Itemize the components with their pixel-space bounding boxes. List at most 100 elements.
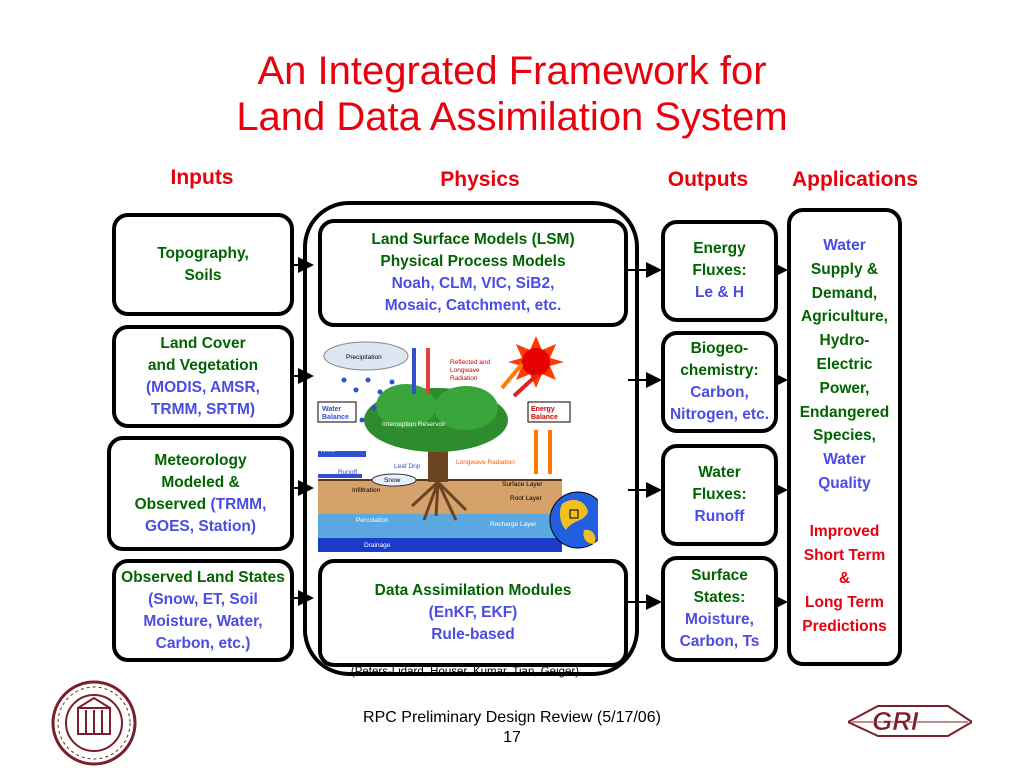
input-meteorology-source1: (TRMM, — [210, 495, 267, 513]
input-landstates-box: Observed Land States (Snow, ET, Soil Moi… — [112, 559, 294, 662]
input-landcover-line2: and Vegetation — [147, 356, 259, 374]
app-demand: Demand, — [811, 284, 878, 302]
output-biogeo-box: Biogeo- chemistry: Carbon, Nitrogen, etc… — [661, 331, 778, 433]
label-water-balance-2: Balance — [322, 414, 349, 421]
applications-box: Water Supply & Demand, Agriculture, Hydr… — [787, 208, 902, 666]
column-header-inputs: Inputs — [170, 166, 234, 189]
input-landcover-source1: (MODIS, AMSR, — [146, 378, 260, 396]
label-runoff: Runoff — [338, 469, 357, 476]
output-energy-line1: Energy — [693, 240, 746, 257]
drainage-band — [318, 538, 562, 552]
output-surface-detail1: Moisture, — [685, 611, 754, 628]
label-water-balance-1: Water — [322, 406, 341, 413]
app-predictions: Predictions — [802, 617, 887, 635]
globe-icon — [549, 491, 598, 549]
output-surface-line2: States: — [693, 589, 746, 606]
app-endangered: Endangered — [799, 403, 890, 421]
da-methods-line2: Rule-based — [431, 626, 515, 643]
label-snow: Snow — [384, 477, 401, 484]
snow-patch — [371, 473, 417, 487]
output-surface-line1: Surface — [691, 567, 748, 584]
input-landstates-source1: (Snow, ET, Soil — [148, 590, 258, 608]
output-water-detail: Runoff — [694, 508, 745, 525]
output-energy-box: Energy Fluxes: Le & H — [661, 220, 778, 322]
label-wind: Wind — [320, 447, 335, 454]
label-infiltration: Infiltration — [352, 487, 381, 494]
label-longwave: Longwave — [450, 367, 480, 374]
output-biogeo-detail2: Nitrogen, etc. — [669, 406, 770, 423]
input-meteorology-line1: Meteorology — [154, 451, 247, 469]
app-water-quality-2: Quality — [818, 474, 871, 492]
app-hydro: Hydro- — [819, 332, 870, 350]
output-water-line1: Water — [698, 464, 741, 481]
input-landstates-source2: Moisture, Water, — [143, 612, 263, 630]
output-biogeo-line2: chemistry: — [680, 362, 759, 379]
msu-seal-logo — [51, 680, 137, 766]
recharge-band — [318, 514, 562, 538]
app-electric: Electric — [816, 355, 873, 373]
output-biogeo-detail1: Carbon, — [690, 384, 749, 401]
input-meteorology-box: Meteorology Modeled & Observed (TRMM, GO… — [107, 436, 294, 551]
column-header-applications: Applications — [791, 168, 918, 191]
input-landcover-line1: Land Cover — [160, 334, 246, 352]
water-balance-box — [317, 401, 357, 423]
app-water: Water — [823, 237, 866, 254]
input-topography-line1: Topography, — [157, 244, 249, 262]
slide-title-line2: Land Data Assimilation System — [236, 95, 788, 139]
input-landstates-line1: Observed Land States — [121, 568, 285, 586]
label-percolation: Percolation — [356, 517, 389, 524]
input-meteorology-observed: Observed — [134, 495, 207, 513]
lsm-line2: Physical Process Models — [380, 253, 566, 270]
output-water-line2: Fluxes: — [692, 486, 747, 503]
app-water-quality-1: Water — [823, 451, 866, 469]
app-short-term: Short Term — [803, 546, 886, 564]
input-topography-line2: Soils — [184, 266, 222, 284]
app-supply: Supply & — [810, 260, 879, 278]
output-surface-detail2: Carbon, Ts — [679, 633, 760, 650]
column-header-physics: Physics — [440, 168, 520, 191]
output-biogeo-line1: Biogeo- — [690, 340, 749, 357]
da-methods-line1: (EnKF, EKF) — [428, 604, 518, 621]
cloud — [323, 341, 409, 371]
label-recharge-layer: Recharge Layer — [490, 521, 537, 528]
app-long-term: Long Term — [805, 594, 884, 612]
input-meteorology-line2: Modeled & — [161, 473, 240, 491]
label-root-layer: Root Layer — [510, 495, 543, 502]
label-drainage: Drainage — [364, 542, 391, 549]
label-energy-balance-2: Balance — [531, 414, 558, 421]
app-power: Power, — [819, 379, 870, 397]
app-species: Species, — [813, 427, 876, 445]
label-interception: Interception Reservoir — [382, 421, 446, 428]
app-agriculture: Agriculture, — [801, 308, 888, 326]
label-reflected: Reflected and — [450, 359, 490, 366]
label-precipitation: Precipitation — [346, 354, 382, 361]
label-radiation: Radiation — [450, 375, 478, 382]
input-topography-box: Topography, Soils — [112, 213, 294, 316]
physics-lsm-box: Land Surface Models (LSM) Physical Proce… — [318, 219, 628, 327]
app-improved: Improved — [809, 522, 880, 540]
da-line1: Data Assimilation Modules — [374, 582, 572, 599]
output-energy-detail: Le & H — [694, 284, 745, 301]
output-water-box: Water Fluxes: Runoff — [661, 444, 778, 546]
input-landstates-source3: Carbon, etc.) — [155, 634, 251, 652]
energy-balance-box — [527, 401, 571, 423]
label-energy-balance-1: Energy — [531, 406, 555, 413]
lsm-line1: Land Surface Models (LSM) — [371, 231, 575, 248]
page-number: 17 — [503, 729, 521, 746]
label-surface-layer: Surface Layer — [502, 481, 543, 488]
footer-text: RPC Preliminary Design Review (5/17/06) — [363, 709, 661, 726]
input-meteorology-source2: GOES, Station) — [144, 517, 257, 535]
column-header-outputs: Outputs — [667, 168, 749, 191]
input-landcover-source2: TRMM, SRTM) — [150, 400, 256, 418]
gri-logo: GRI — [848, 705, 972, 737]
output-surface-box: Surface States: Moisture, Carbon, Ts — [661, 556, 778, 662]
gri-logo-text: GRI — [872, 706, 919, 736]
lsm-models-line2: Mosaic, Catchment, etc. — [384, 297, 562, 314]
input-landcover-box: Land Cover and Vegetation (MODIS, AMSR, … — [112, 325, 294, 428]
output-energy-line2: Fluxes: — [692, 262, 747, 279]
physics-da-box: Data Assimilation Modules (EnKF, EKF) Ru… — [318, 559, 628, 667]
label-leaf-drip: Leaf Drip — [394, 463, 421, 470]
app-ampersand: & — [838, 570, 851, 588]
physics-container — [303, 201, 639, 676]
